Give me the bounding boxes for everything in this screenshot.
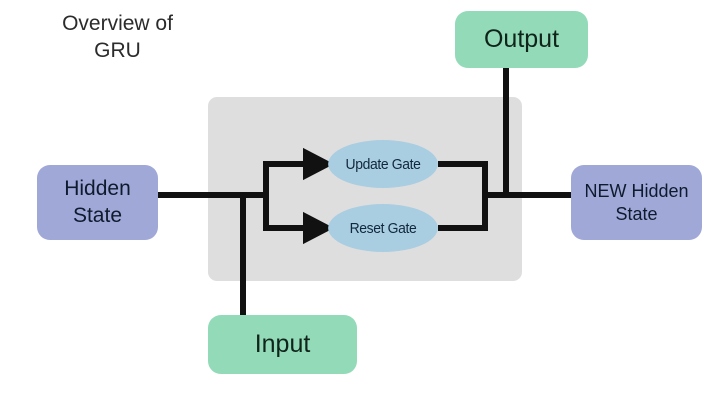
- node-output[interactable]: Output: [455, 11, 588, 68]
- node-hidden-state-label: Hidden State: [64, 177, 131, 227]
- node-input-label: Input: [254, 329, 311, 358]
- node-output-label: Output: [483, 24, 560, 53]
- node-hidden-state[interactable]: Hidden State: [37, 165, 158, 240]
- node-reset-gate[interactable]: Reset Gate: [328, 204, 438, 252]
- node-reset-gate-label: Reset Gate: [349, 219, 417, 237]
- node-input[interactable]: Input: [208, 315, 357, 374]
- node-new-hidden-state[interactable]: NEW Hidden State: [571, 165, 702, 240]
- node-new-hidden-state-label: NEW Hidden State: [584, 181, 689, 224]
- page-title: Overview of GRU: [62, 12, 173, 62]
- node-update-gate[interactable]: Update Gate: [328, 140, 438, 188]
- node-update-gate-label: Update Gate: [345, 155, 421, 173]
- gru-cell-panel: [208, 97, 522, 281]
